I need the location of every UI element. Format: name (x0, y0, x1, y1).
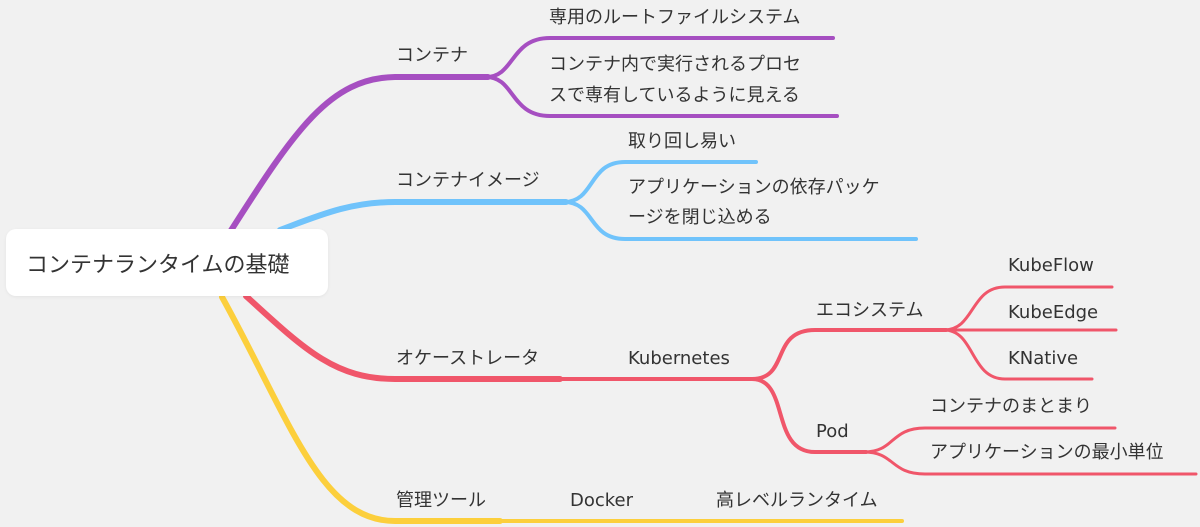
connector-kubernetes-ecosystem (750, 328, 948, 381)
connector-pod-child-2 (862, 450, 1198, 476)
node-pod-min-unit[interactable]: アプリケーションの最小単位 (930, 442, 1164, 463)
node-image-deps-line-1[interactable]: アプリケーションの依存パッケ (628, 177, 880, 198)
connector-root-tools (219, 294, 503, 524)
node-container-process-line-1[interactable]: コンテナ内で実行されるプロセ (549, 54, 801, 75)
connector-ecosystem-knative (942, 328, 1094, 381)
node-container-root-fs[interactable]: 専用のルートファイルシステム (549, 7, 800, 28)
node-orchestrator[interactable]: オケーストレータ (396, 348, 539, 369)
connector-pod-child-1 (862, 426, 1117, 454)
connector-root-orchestrator (243, 293, 563, 382)
connector-ecosystem-kubeflow (942, 285, 1114, 332)
node-image-deps-line-2[interactable]: ージを閉じ込める (628, 207, 772, 228)
node-tools[interactable]: 管理ツール (396, 490, 486, 511)
node-image-handling[interactable]: 取り回し易い (628, 131, 736, 152)
connector-kubernetes-pod (750, 377, 868, 454)
root-node-label: コンテナランタイムの基礎 (26, 252, 290, 278)
connector-container-child-1 (484, 36, 835, 79)
connector-root-container (227, 74, 491, 235)
branch-image: コンテナイメージ 取り回し易い アプリケーションの依存パッケ ージを閉じ込める (277, 131, 918, 241)
node-knative[interactable]: KNative (1008, 348, 1078, 369)
node-docker[interactable]: Docker (570, 490, 634, 511)
connector-image-child-1 (562, 160, 758, 204)
node-kubeflow[interactable]: KubeFlow (1008, 255, 1094, 276)
branch-tools: 管理ツール Docker 高レベルランタイム (219, 294, 904, 524)
node-kubeedge[interactable]: KubeEdge (1008, 302, 1098, 323)
branch-container: コンテナ 専用のルートファイルシステム コンテナ内で実行されるプロセ スで専有し… (227, 7, 839, 235)
node-ecosystem[interactable]: エコシステム (816, 300, 923, 321)
connector-image-child-2 (562, 200, 918, 241)
node-pod-container-group[interactable]: コンテナのまとまり (930, 396, 1092, 417)
node-pod[interactable]: Pod (816, 421, 849, 442)
connector-root-image (277, 199, 569, 233)
node-high-level-runtime[interactable]: 高レベルランタイム (716, 490, 878, 511)
node-container[interactable]: コンテナ (396, 45, 468, 66)
connector-container-child-2 (484, 75, 839, 118)
branch-orchestrator: オケーストレータ Kubernetes エコシステム KubeFlow Kube… (243, 255, 1198, 476)
node-container-process-line-2[interactable]: スで専有しているように見える (549, 85, 800, 106)
root-node[interactable]: コンテナランタイムの基礎 (6, 229, 328, 296)
node-kubernetes[interactable]: Kubernetes (628, 348, 730, 369)
node-image[interactable]: コンテナイメージ (396, 170, 540, 191)
